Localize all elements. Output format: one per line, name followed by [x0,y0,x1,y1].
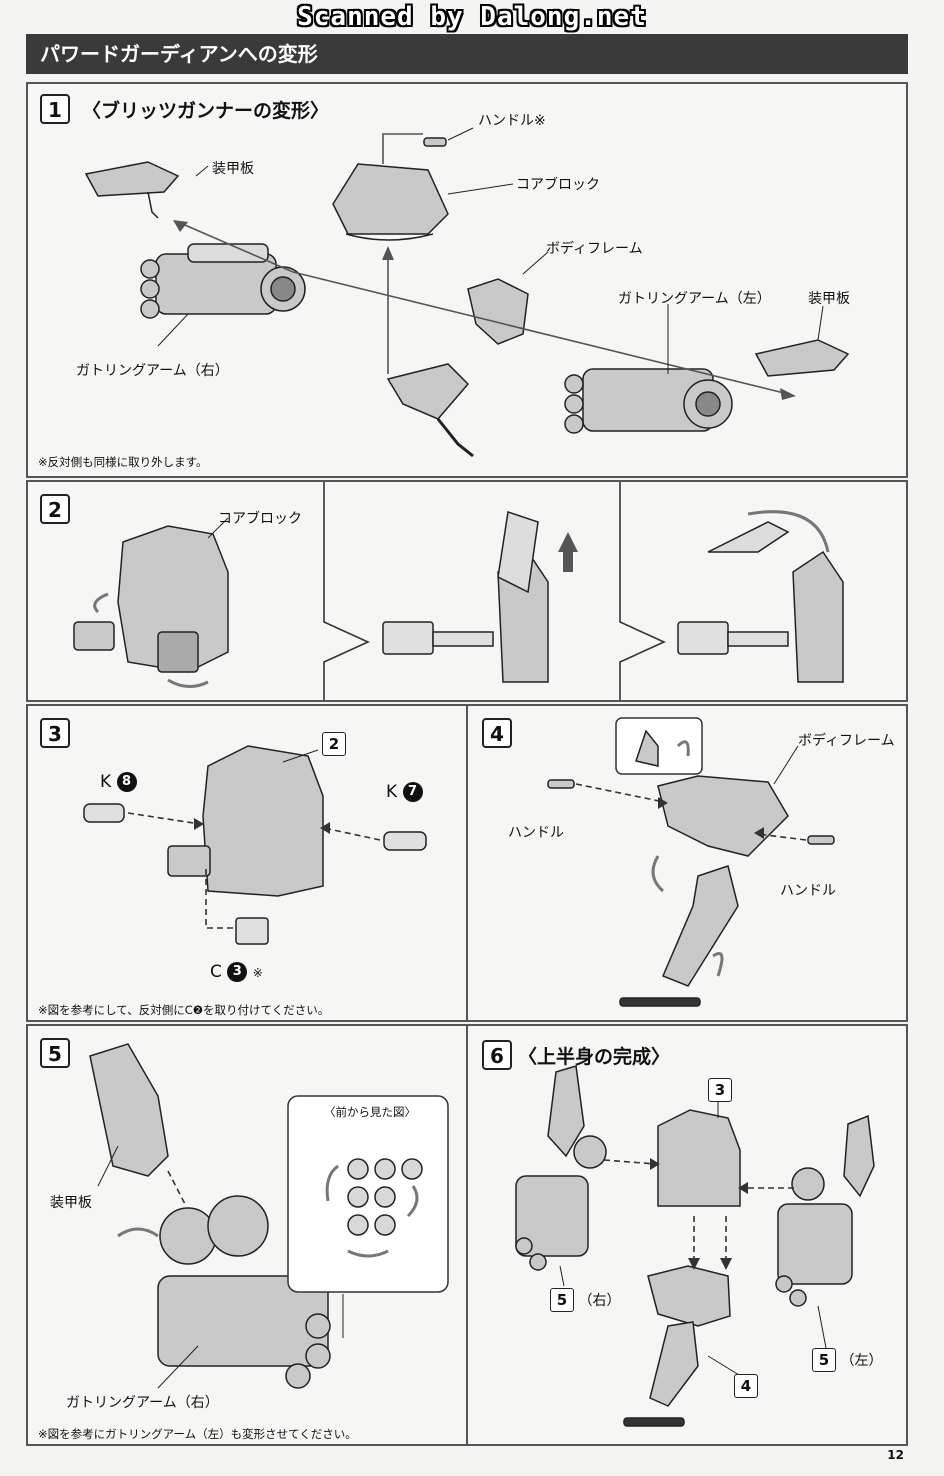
label-handle: ハンドル※ [478,113,546,129]
step-4-panel: 4 ボディフレーム ハンドル ハンドル [466,704,908,1022]
part-c3: C 3 ※ [210,962,263,982]
step-4-number: 4 [482,718,512,748]
step-3-illustration [83,745,427,945]
watermark: Scanned by Dalong.net [297,2,647,32]
label-gatling-arm-right: ガトリングアーム（右） [76,363,229,379]
step-4-illustration [547,717,835,1007]
step-1-title: 〈ブリッツガンナーの変形〉 [82,100,330,122]
step-2-number: 2 [40,494,70,524]
ref-step-5-right-number: 5 [550,1288,574,1312]
ref-step-5-right-side: （右） [578,1293,621,1309]
ref-step-5-left-side: （左） [840,1353,883,1369]
part-k7: K 7 [386,782,423,802]
part-k7-letter: K [386,782,398,802]
step-3-number: 3 [40,718,70,748]
label-core-block-2: コアブロック [218,511,302,527]
step-3-note: ※図を参考にして、反対側にC❷を取り付けてください。 [38,1003,330,1017]
step-6-illustration [515,1065,875,1427]
part-k7-number: 7 [402,782,423,802]
label-armor-plate-5: 装甲板 [50,1195,92,1211]
label-body-frame-4: ボディフレーム [798,733,895,749]
ref-step-4: 4 [734,1374,758,1398]
step-5-note: ※図を参考にガトリングアーム（左）も変形させてください。 [38,1427,357,1441]
page-number: 12 [887,1448,904,1462]
label-handle-left: ハンドル [508,825,564,841]
ref-step-5-left-number: 5 [812,1348,836,1372]
ref-step-5-left: 5 （左） [812,1348,882,1372]
label-armor-plate-left: 装甲板 [212,161,254,177]
step-6-title: 〈上半身の完成〉 [518,1046,671,1068]
label-gatling-arm-right-5: ガトリングアーム（右） [66,1395,219,1411]
label-armor-plate-right: 装甲板 [808,291,850,307]
part-c3-number: 3 [227,962,248,982]
step-2-panel: 2 コアブロック [26,480,908,702]
part-k8: K 8 [100,772,137,792]
step-5-panel: 5 装甲板 〈前から見た図〉 ガトリングアーム（右） ※図を参考にガトリングアー… [26,1024,468,1446]
step-1-note: ※反対側も同様に取り外します。 [38,455,208,469]
step-5-number: 5 [40,1038,70,1068]
section-header: パワードガーディアンへの変形 [26,34,908,74]
step-1-panel: 1 〈ブリッツガンナーの変形〉 ハンドル※ 装甲板 コアブロック ボディフレーム… [26,82,908,478]
ref-step-5-right: 5 （右） [550,1288,620,1312]
step-2-illustration [73,482,844,700]
label-core-block: コアブロック [516,177,600,193]
part-k8-letter: K [100,772,112,792]
step-1-illustration [84,127,850,458]
part-c3-letter: C [210,962,222,982]
label-front-view: 〈前から見た図〉 [324,1105,416,1119]
ref-step-3: 3 [708,1078,732,1102]
step-1-number: 1 [40,94,70,124]
step-5-illustration [89,1043,449,1389]
step-6-panel: 6 〈上半身の完成〉 3 5 （右） 5 （左） 4 [466,1024,908,1446]
step-6-number: 6 [482,1040,512,1070]
ref-step-2: 2 [322,732,346,756]
part-k8-number: 8 [116,772,137,792]
label-body-frame: ボディフレーム [546,241,643,257]
label-handle-right: ハンドル [780,883,836,899]
label-gatling-arm-left: ガトリングアーム（左） [618,291,771,307]
part-c3-mark: ※ [252,966,263,980]
step-3-panel: 3 2 K 8 K 7 C 3 ※ ※図を参考にして、反対側にC❷を取り付けてく… [26,704,468,1022]
